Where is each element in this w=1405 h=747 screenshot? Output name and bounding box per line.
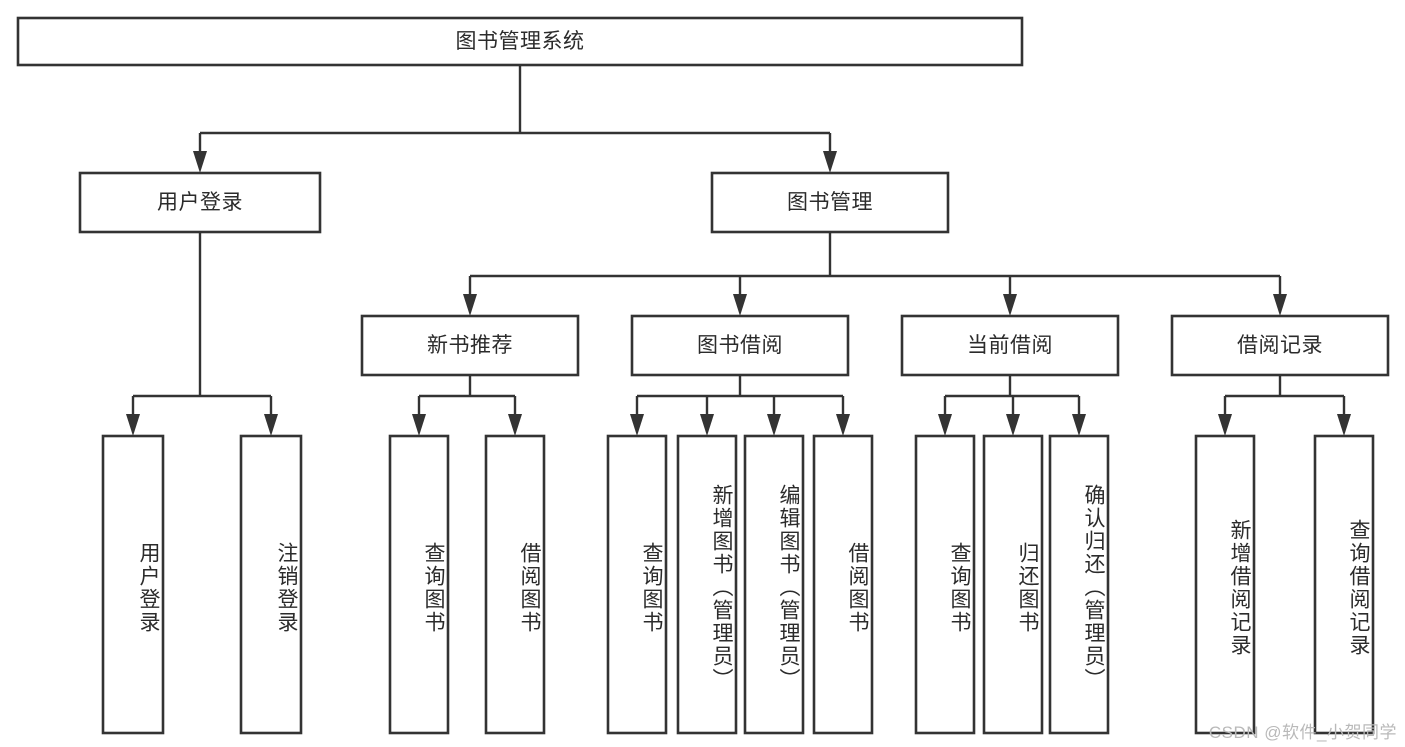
arrow-head-icon xyxy=(1273,294,1287,316)
node-box-leaf-logout xyxy=(239,434,303,735)
connector-layer xyxy=(126,65,1351,436)
arrow-head-icon xyxy=(463,294,477,316)
node-box-leaf-user-login xyxy=(101,434,165,735)
arrow-head-icon xyxy=(938,414,952,436)
node-leaf-confirm-return[interactable] xyxy=(1050,436,1108,733)
node-current-borrow[interactable] xyxy=(902,316,1118,375)
node-leaf-logout[interactable] xyxy=(241,436,301,733)
node-box-leaf-query-book-2 xyxy=(606,434,668,735)
node-box-leaf-return-book xyxy=(982,434,1044,735)
arrow-head-icon xyxy=(508,414,522,436)
node-root[interactable] xyxy=(18,18,1022,65)
node-box-layer xyxy=(16,16,1390,735)
arrow-head-icon xyxy=(412,414,426,436)
node-leaf-add-record[interactable] xyxy=(1196,436,1254,733)
node-book-manage[interactable] xyxy=(712,173,948,232)
arrow-head-icon xyxy=(767,414,781,436)
arrow-head-icon xyxy=(193,151,207,173)
node-box-new-book-rec xyxy=(360,314,580,377)
node-leaf-query-book-1[interactable] xyxy=(390,436,448,733)
node-leaf-return-book[interactable] xyxy=(984,436,1042,733)
arrow-head-icon xyxy=(1003,294,1017,316)
node-leaf-add-book[interactable] xyxy=(678,436,736,733)
node-box-root xyxy=(16,16,1024,67)
node-box-borrow-record xyxy=(1170,314,1390,377)
arrow-head-icon xyxy=(733,294,747,316)
arrow-head-icon xyxy=(126,414,140,436)
node-leaf-query-book-2[interactable] xyxy=(608,436,666,733)
arrow-head-icon xyxy=(1006,414,1020,436)
node-book-borrow[interactable] xyxy=(632,316,848,375)
node-box-user-login xyxy=(78,171,322,234)
watermark-text: CSDN @软件_小贺同学 xyxy=(1208,723,1397,742)
node-box-leaf-borrow-book-1 xyxy=(484,434,546,735)
node-leaf-edit-book[interactable] xyxy=(745,436,803,733)
node-box-leaf-borrow-book-2 xyxy=(812,434,874,735)
node-box-current-borrow xyxy=(900,314,1120,377)
node-box-leaf-add-book xyxy=(676,434,738,735)
node-leaf-user-login[interactable] xyxy=(103,436,163,733)
node-leaf-borrow-book-2[interactable] xyxy=(814,436,872,733)
node-user-login[interactable] xyxy=(80,173,320,232)
node-box-leaf-query-book-3 xyxy=(914,434,976,735)
node-leaf-query-book-3[interactable] xyxy=(916,436,974,733)
arrow-head-icon xyxy=(630,414,644,436)
node-box-leaf-confirm-return xyxy=(1048,434,1110,735)
arrow-head-icon xyxy=(264,414,278,436)
arrow-head-icon xyxy=(1218,414,1232,436)
node-box-leaf-edit-book xyxy=(743,434,805,735)
node-leaf-query-record[interactable] xyxy=(1315,436,1373,733)
node-box-book-manage xyxy=(710,171,950,234)
node-box-book-borrow xyxy=(630,314,850,377)
arrow-head-icon xyxy=(1072,414,1086,436)
node-new-book-rec[interactable] xyxy=(362,316,578,375)
node-box-leaf-add-record xyxy=(1194,434,1256,735)
arrow-head-icon xyxy=(836,414,850,436)
arrow-head-icon xyxy=(700,414,714,436)
arrow-head-icon xyxy=(1337,414,1351,436)
node-leaf-borrow-book-1[interactable] xyxy=(486,436,544,733)
node-box-leaf-query-book-1 xyxy=(388,434,450,735)
node-borrow-record[interactable] xyxy=(1172,316,1388,375)
node-box-leaf-query-record xyxy=(1313,434,1375,735)
arrow-head-icon xyxy=(823,151,837,173)
